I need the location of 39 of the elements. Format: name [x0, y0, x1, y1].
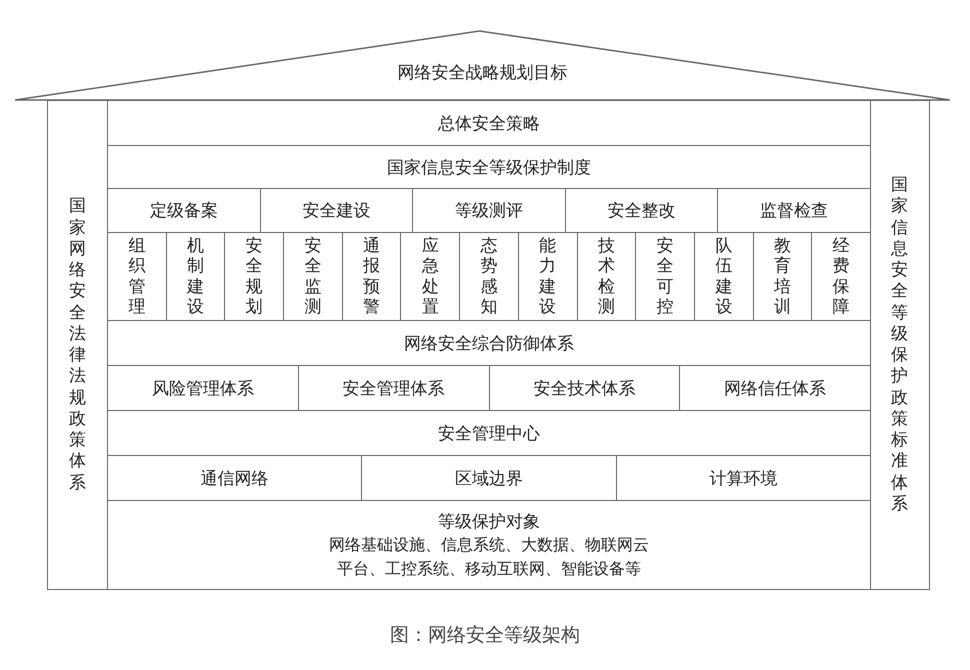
heading-text: 等级测评 [454, 200, 523, 222]
heading-text: 安全监测 [304, 236, 322, 318]
heading-text: 技术检测 [597, 236, 616, 318]
heading-text: 国家信息安全等级保护制度 [387, 156, 591, 178]
heading-text: 总体安全策略 [438, 112, 540, 134]
heading-text: 应急处置 [420, 236, 440, 318]
caption-text: 图：网络安全等级架构 [389, 623, 581, 648]
heading-text: 队伍建设 [714, 236, 734, 318]
pillar-panel [869, 100, 930, 590]
body-text: 网络基础设施、信息系统、大数据、物联网云平台、工控系统、移动互联网、智能设备等 [328, 534, 650, 580]
heading-text: 通信网络 [200, 468, 269, 490]
heading-text: 安全管理体系 [342, 378, 445, 400]
tier-bar [107, 500, 871, 590]
heading-text: 区域边界 [454, 468, 523, 490]
heading-text: 国家网络安全法律法规政策体系 [68, 196, 87, 494]
heading-text: 网络安全综合防御体系 [404, 332, 574, 354]
heading-text: 网络安全战略规划目标 [398, 62, 568, 84]
heading-text: 安全规划 [244, 236, 264, 318]
heading-text: 组织管理 [128, 236, 146, 318]
heading-text: 经费保障 [832, 236, 850, 318]
heading-text: 安全管理中心 [438, 422, 540, 444]
heading-text: 能力建设 [538, 236, 558, 318]
heading-text: 机制建设 [186, 236, 205, 318]
heading-text: 监督检查 [760, 200, 828, 222]
heading-text: 态势感知 [480, 236, 498, 318]
tier-bar [107, 100, 871, 146]
heading-text: 安全可控 [656, 236, 674, 318]
heading-text: 等级保护对象 [438, 511, 540, 534]
heading-text: 网络信任体系 [724, 378, 826, 400]
heading-text: 风险管理体系 [152, 378, 254, 400]
pillar-panel [47, 100, 108, 590]
heading-text: 安全整改 [608, 200, 676, 222]
heading-text: 安全技术体系 [533, 378, 636, 400]
heading-text: 国家信息安全等级保护政策标准体系 [890, 175, 909, 515]
heading-text: 计算环境 [709, 468, 778, 490]
heading-text: 通报预警 [362, 236, 381, 318]
heading-text: 教育培训 [773, 236, 792, 318]
heading-text: 定级备案 [150, 200, 218, 222]
heading-text: 安全建设 [302, 200, 370, 222]
